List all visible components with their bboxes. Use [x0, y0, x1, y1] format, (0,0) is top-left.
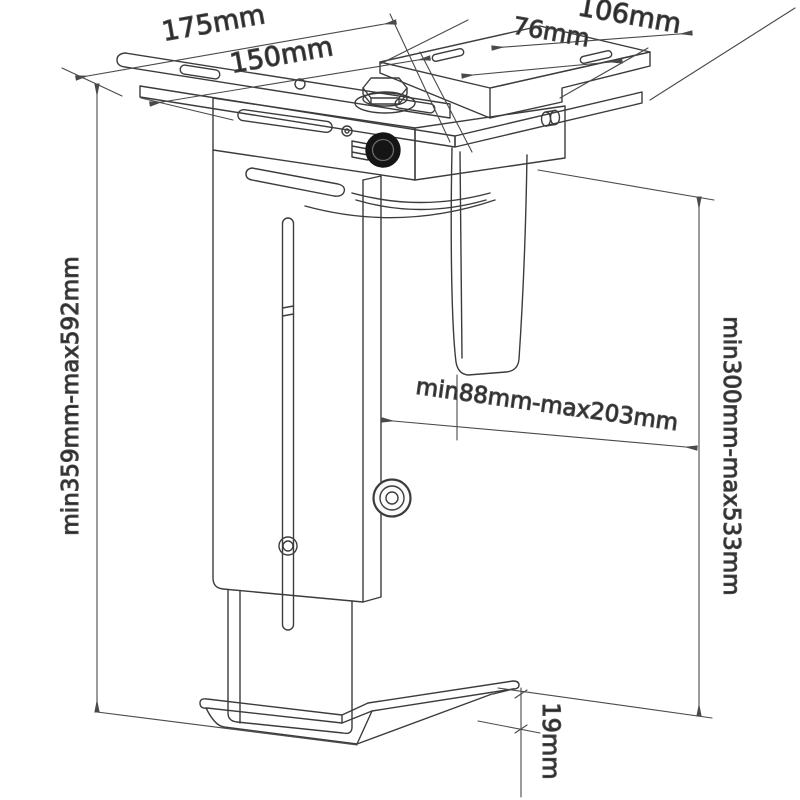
column-screw	[278, 536, 298, 556]
dim-line-clamp-width	[381, 417, 698, 451]
dim-line-175	[75, 19, 397, 81]
mounting-plate	[139, 85, 643, 148]
dimension-label-tray-lip: 19mm	[537, 702, 565, 779]
handle-bar	[245, 167, 346, 197]
clamp-screw	[341, 125, 353, 137]
bracket-slot-left	[431, 47, 465, 63]
dim-line-76	[461, 58, 623, 79]
dimension-label-plate-width-inner: 150mm	[228, 31, 336, 80]
dimension-annotations: 175mm 150mm 106mm 76mm min359mm-max592mm…	[57, 0, 796, 798]
swivel-arc-slot	[351, 192, 491, 211]
cpu-tray	[199, 680, 520, 745]
dimension-label-plate-width-outer: 175mm	[160, 0, 268, 48]
product-drawing	[116, 25, 651, 745]
side-strap	[450, 147, 528, 376]
knob-shaft	[351, 140, 369, 161]
dimension-label-clamp-width: min88mm-max203mm	[414, 374, 680, 437]
clamp-slot	[237, 108, 333, 134]
dimension-label-height-inner: min300mm-max533mm	[718, 316, 744, 595]
column-slot	[281, 217, 295, 631]
dimension-label-height-overall: min359mm-max592mm	[58, 256, 84, 535]
dim-line-106	[491, 30, 693, 51]
clamp-knob	[365, 132, 401, 168]
side-knob	[372, 478, 412, 518]
tray-right-lip	[367, 680, 520, 712]
column-inner-slide	[227, 589, 353, 735]
dim-line-150	[149, 55, 431, 107]
dimension-label-bracket-depth-outer: 106mm	[576, 0, 684, 40]
tray-front-lip	[199, 698, 343, 724]
clamp-assembly	[212, 97, 566, 181]
column-outer	[212, 149, 412, 631]
swivel-arc	[304, 199, 496, 219]
dim-ticks-19	[514, 689, 528, 734]
